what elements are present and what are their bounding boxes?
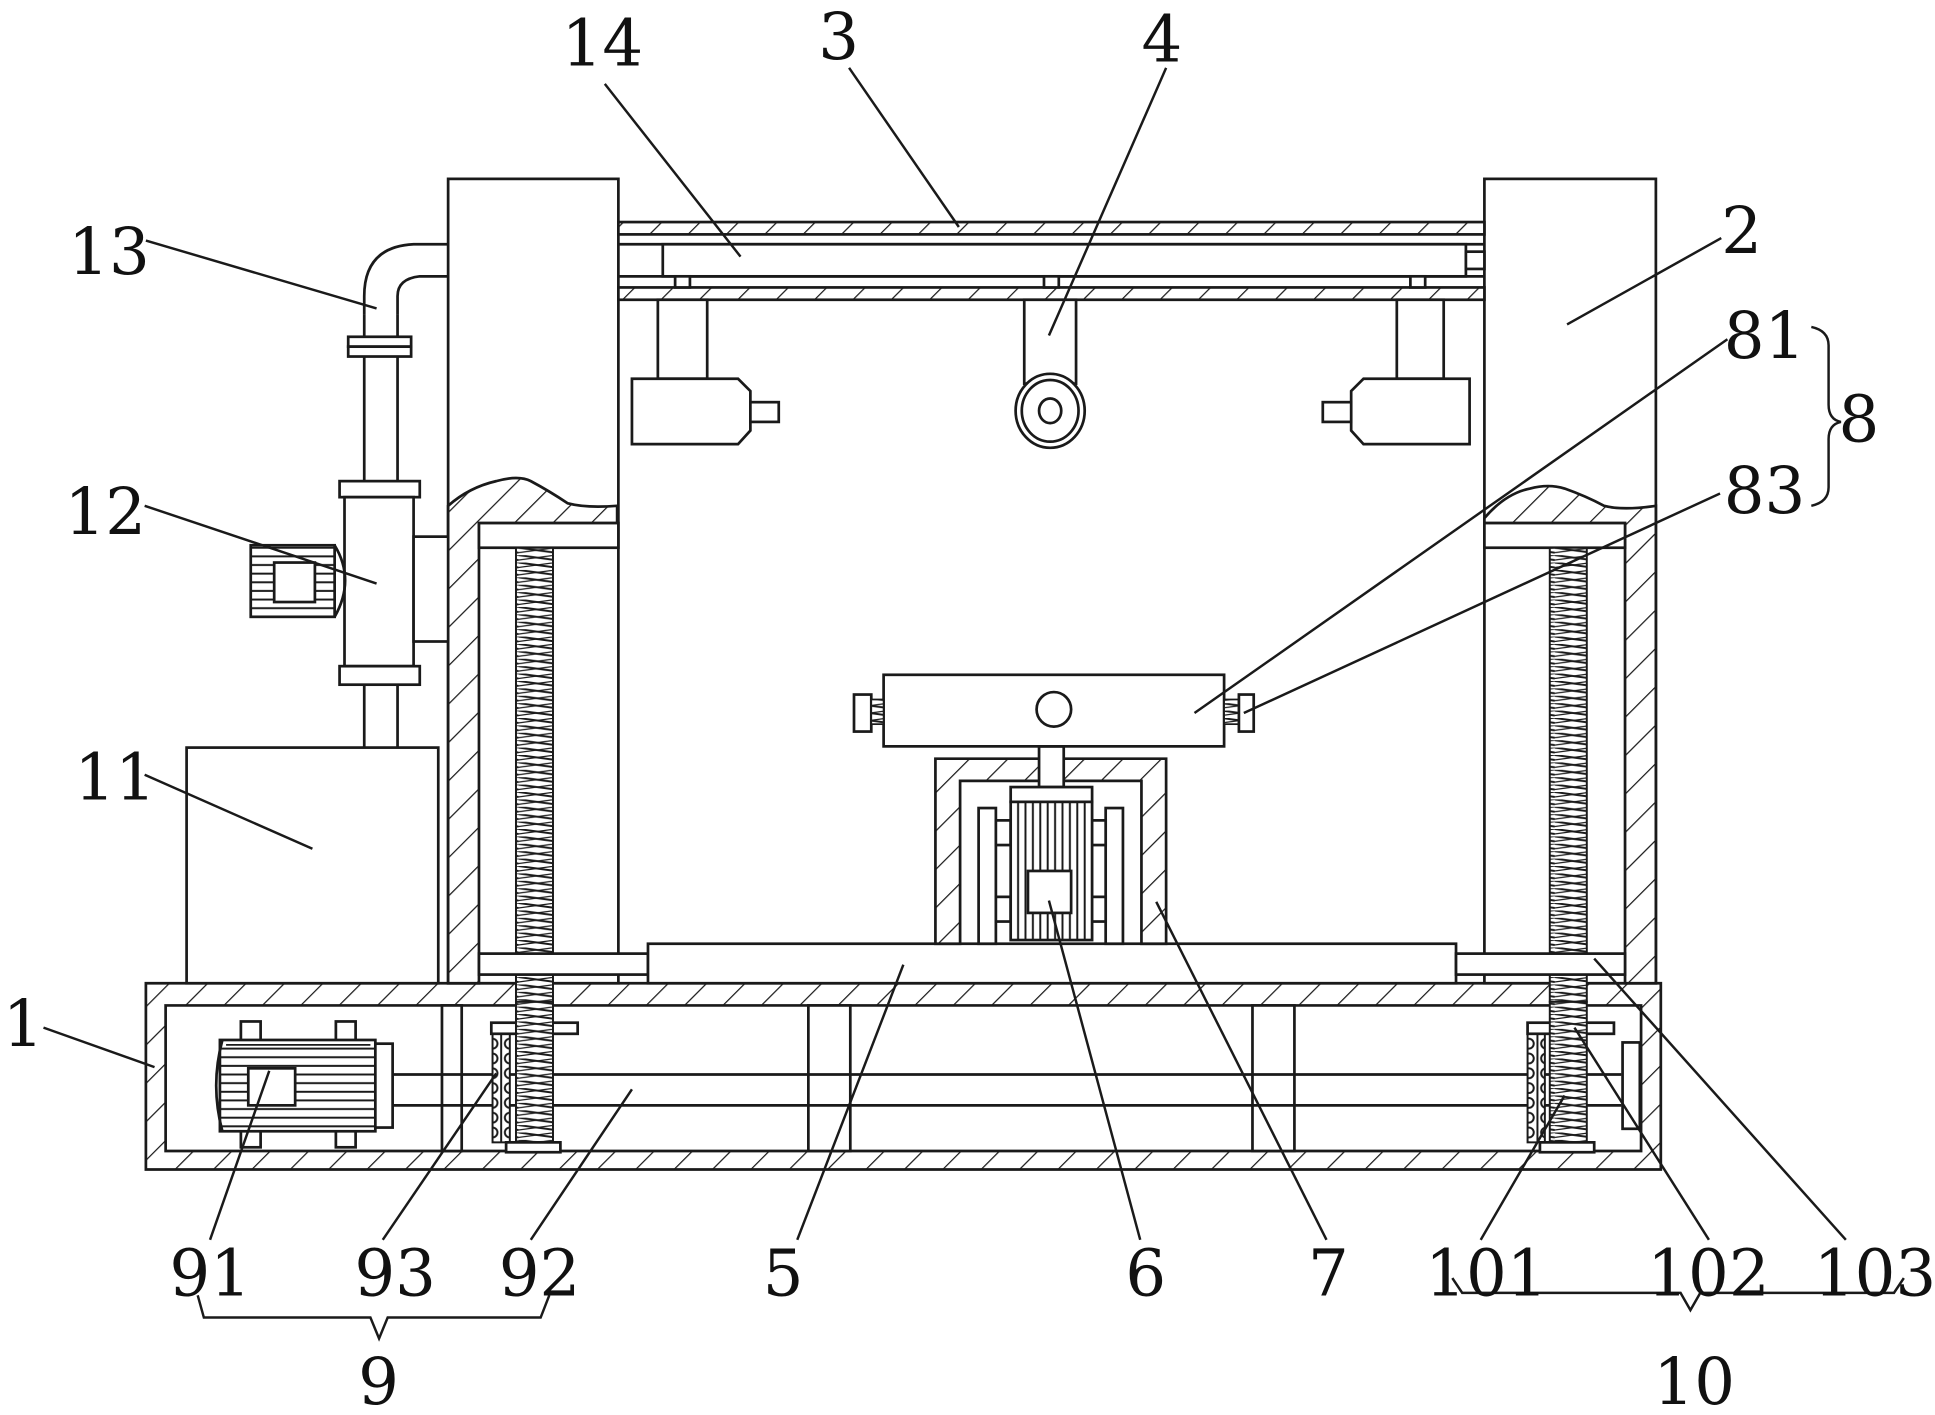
label-83: 83 [1724,454,1806,529]
label-1: 1 [3,987,44,1062]
label-13: 13 [68,215,150,290]
label-102: 102 [1647,1236,1769,1311]
top-beam [617,220,1486,302]
lift-platform [477,942,1627,985]
partition-1 [440,1004,464,1153]
left-column [446,177,620,1003]
label-12: 12 [64,475,146,550]
right-column [1483,177,1658,1003]
partition-3 [1251,1004,1296,1153]
bracket-10 [1451,1277,1905,1313]
label-92: 92 [499,1236,581,1311]
left-transmission [489,1000,580,1154]
label-101: 101 [1425,1236,1547,1311]
bracket-8 [1811,325,1842,508]
water-tank [185,746,440,985]
drive-shaft [392,1073,1622,1107]
right-lead-screw [1548,546,1588,956]
left-lead-screw [514,546,554,956]
bracket-9 [196,1294,551,1342]
label-9: 9 [358,1345,399,1415]
label-3: 3 [818,0,859,75]
roller-arm [1014,298,1087,450]
label-14: 14 [562,6,644,81]
label-4: 4 [1141,3,1182,78]
base-motor [214,1020,394,1149]
leader-lines [43,67,1847,1241]
motor-terminal-box [246,1066,297,1107]
label-6: 6 [1125,1236,1166,1311]
label-10: 10 [1653,1345,1735,1415]
label-5: 5 [763,1236,804,1311]
partition-2 [807,1004,852,1153]
right-transmission [1526,1000,1642,1154]
label-91: 91 [169,1236,251,1311]
label-103: 103 [1814,1236,1935,1311]
clamp-assembly [852,673,1256,748]
base-housing [144,981,1663,1171]
pump [249,479,450,687]
pipe [346,242,449,748]
label-2: 2 [1721,194,1762,269]
label-93: 93 [354,1236,436,1311]
reference-labels: 14 3 4 13 2 81 8 83 12 11 1 91 93 92 5 6… [3,0,1935,1415]
left-nozzle [630,298,781,446]
label-11: 11 [74,740,156,815]
motor-housing [934,745,1168,946]
slide-rail [661,242,1468,278]
label-81: 81 [1724,299,1806,374]
label-8: 8 [1838,383,1879,458]
right-nozzle [1321,298,1471,446]
group-brackets [196,325,1905,1342]
label-7: 7 [1308,1236,1349,1311]
